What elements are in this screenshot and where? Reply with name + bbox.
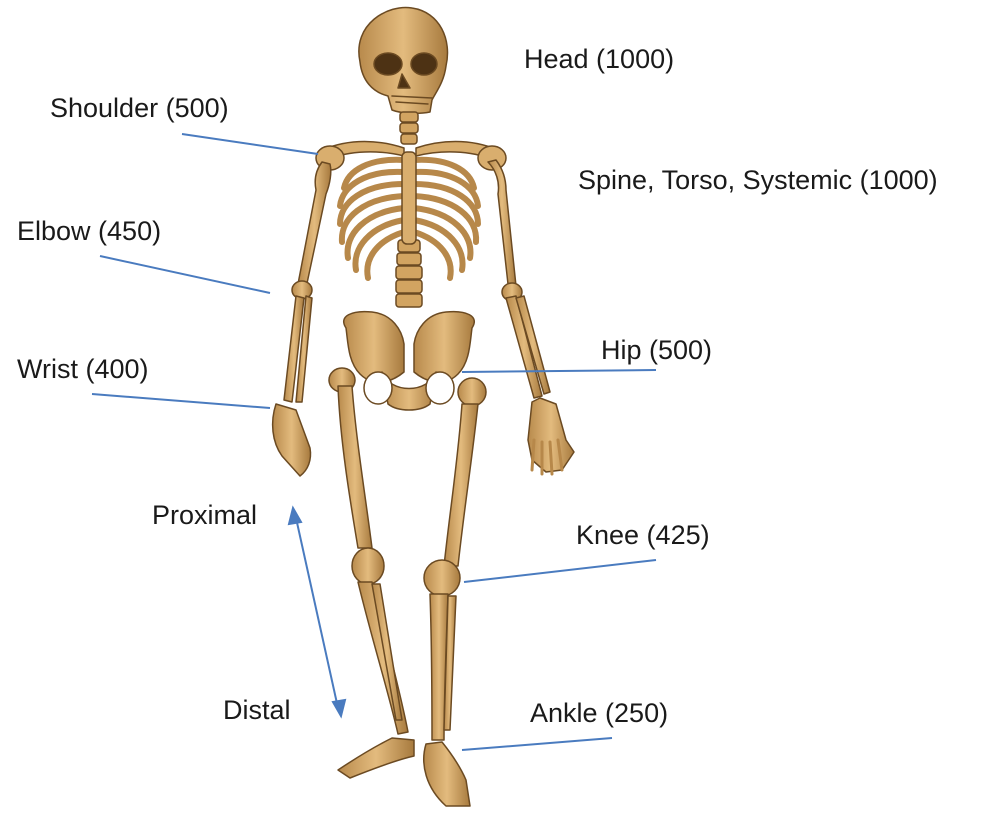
wrist-leader-line [92,394,270,408]
left-arm [273,162,331,476]
knee-label: Knee (425) [576,522,710,549]
arrowhead-up-icon [289,508,301,524]
spine-torso-systemic-label: Spine, Torso, Systemic (1000) [578,167,938,194]
ankle-label: Ankle (250) [530,700,668,727]
right-arm [488,160,574,474]
ankle-leader-line [462,738,612,750]
shoulder-label: Shoulder (500) [50,95,229,122]
head-label: Head (1000) [524,46,674,73]
wrist-label: Wrist (400) [17,356,149,383]
arrowhead-down-icon [333,700,345,716]
pelvis [344,312,475,410]
proximal-distal-arrow [289,508,345,716]
skeleton [273,7,574,806]
sternum [402,152,416,244]
skull [359,7,448,113]
distal-label: Distal [223,697,291,724]
proximal-label: Proximal [152,502,257,529]
hip-leader-line [462,370,656,372]
leader-lines [92,134,656,750]
hip-label: Hip (500) [601,337,712,364]
right-leg [424,378,486,806]
elbow-label: Elbow (450) [17,218,161,245]
shoulder-leader-line [182,134,318,154]
elbow-leader-line [100,256,270,293]
knee-leader-line [464,560,656,582]
